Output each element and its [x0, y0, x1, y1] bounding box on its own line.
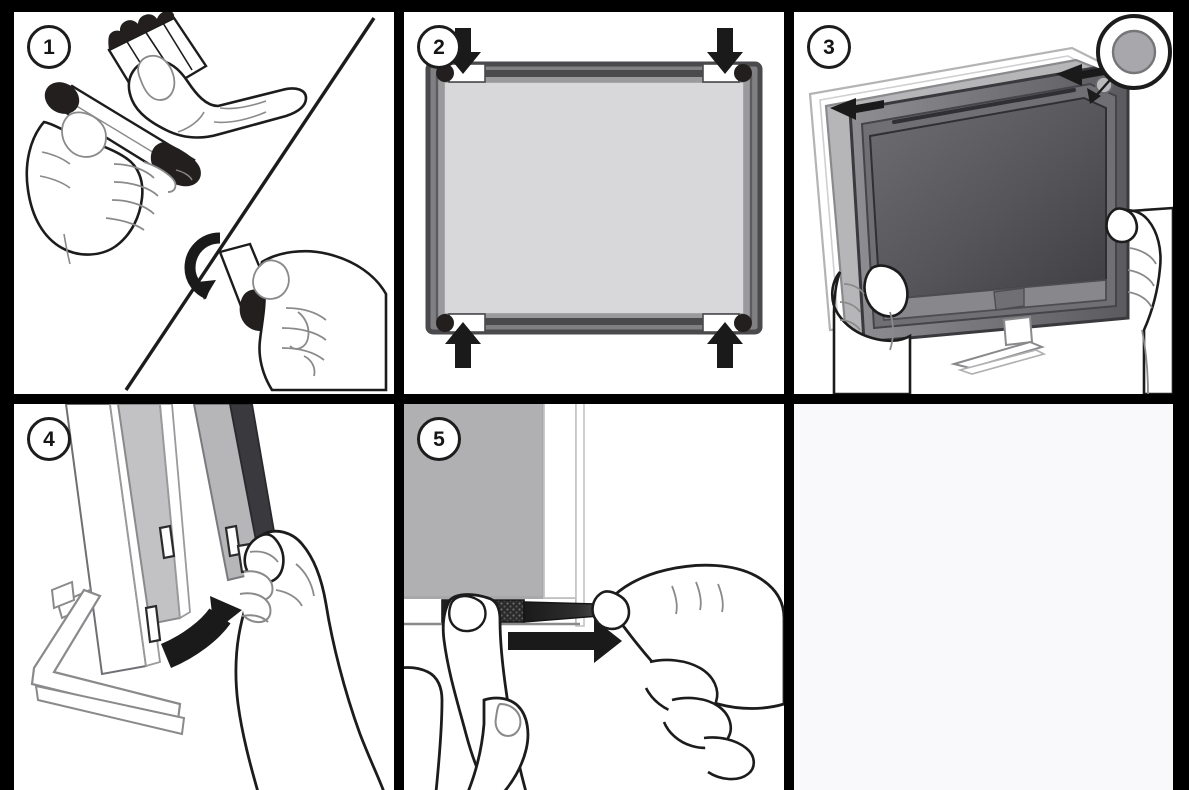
step-badge-3: 3 — [807, 25, 851, 69]
left-hand — [830, 264, 912, 394]
panel-5-illustration — [404, 404, 784, 790]
magnifier-callout-circle — [1096, 14, 1172, 90]
step-badge-5: 5 — [417, 417, 461, 461]
monitor-front-view — [425, 61, 763, 335]
rotate-arrow — [184, 232, 221, 300]
panel-1-illustration — [14, 12, 394, 394]
attachment-tab-lower — [144, 604, 162, 644]
pressing-hand — [234, 529, 385, 790]
panel-step-3: 3 Two hands hold a privacy filter panel … — [789, 7, 1178, 399]
diagonal-divider-line — [124, 17, 376, 391]
step-badge-2: 2 — [417, 25, 461, 69]
panel-step-4: 4 Side view of the monitor on its stand … — [9, 399, 399, 790]
corner-tab-bottom-right — [702, 313, 752, 333]
pull-arrow — [508, 619, 622, 663]
attachment-tabs — [144, 524, 256, 644]
holding-finger — [404, 593, 530, 790]
magnifier-contents-disc — [1111, 29, 1157, 75]
adhesive-black-end-left — [44, 82, 80, 114]
panel-step-5: 5 Close-up of the lower screen edge: one… — [399, 399, 789, 790]
panel-blank: Empty panel - no illustration. — [789, 399, 1178, 790]
corner-tab-top-left — [436, 63, 486, 83]
lower-right-hand-holding-strip — [218, 242, 388, 392]
corner-tabs — [436, 63, 752, 333]
magnifier-leader-line — [1087, 79, 1111, 104]
arrow-align-top-right — [1056, 64, 1110, 86]
step-badge-1: 1 — [27, 25, 71, 69]
panel-step-1: 1 Two hands each holding an adhesive str… — [9, 7, 399, 399]
arrow-bottom-right — [707, 322, 743, 368]
upper-hand-holding-strip — [107, 12, 308, 139]
step-badge-4: 4 — [27, 417, 71, 461]
adhesive-black-end-upper — [108, 12, 175, 50]
corner-tab-bottom-left — [436, 313, 486, 333]
corner-tab-top-right — [702, 63, 752, 83]
attachment-tab-upper — [158, 524, 176, 560]
right-hand — [1105, 206, 1173, 394]
arrow-align-left — [830, 98, 884, 120]
panel-2-illustration — [404, 12, 784, 394]
arrow-top-right — [707, 28, 743, 74]
screen-area — [443, 81, 745, 315]
monitor-stand-side — [30, 580, 186, 736]
panel-3-illustration — [794, 12, 1173, 394]
panel-step-2: 2 Front view of a monitor screen with fo… — [399, 7, 789, 399]
pulling-hand — [591, 563, 784, 781]
left-hand-holding-strip — [25, 82, 201, 265]
press-arrow — [160, 596, 242, 668]
monitor-stand — [950, 315, 1047, 375]
arrow-bottom-left — [445, 322, 481, 368]
panel-4-illustration — [14, 404, 394, 790]
monitor-side-view — [64, 404, 282, 676]
